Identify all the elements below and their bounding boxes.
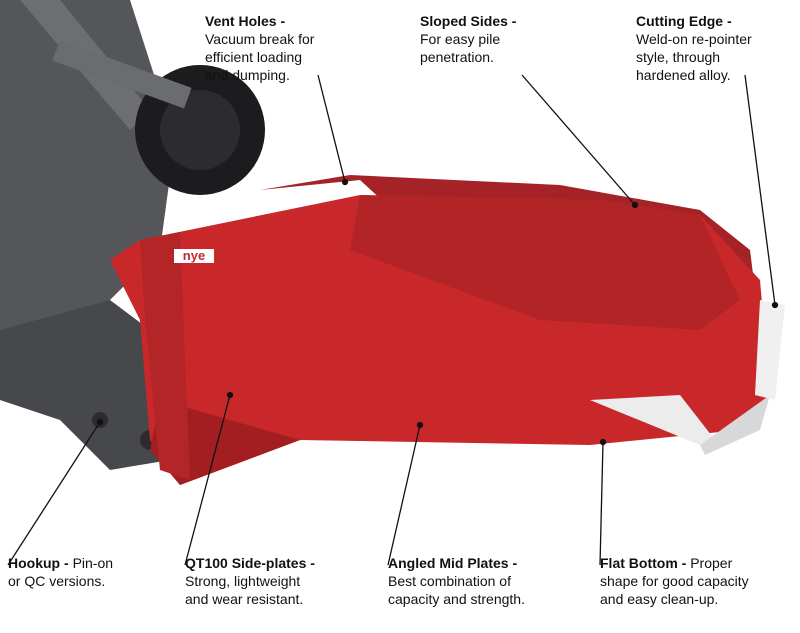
callout-sep: -: [677, 555, 691, 571]
callout-vent-holes: Vent Holes - Vacuum break for efficient …: [205, 12, 314, 84]
callout-line: capacity and strength.: [388, 591, 525, 607]
callout-sep: -: [507, 13, 517, 29]
callout-line: Strong, lightweight: [185, 573, 301, 589]
callout-line: style, through: [636, 49, 721, 65]
callout-sloped-sides: Sloped Sides - For easy pile penetration…: [420, 12, 516, 66]
callout-sep: -: [306, 555, 315, 571]
callout-sep: -: [508, 555, 518, 571]
callout-line: penetration.: [420, 49, 494, 65]
callout-line: Best combination of: [388, 573, 511, 589]
callout-line: shape for good capacity: [600, 573, 749, 589]
svg-text:nye: nye: [183, 248, 205, 263]
callout-line: and easy clean-up.: [600, 591, 719, 607]
callout-sep: -: [723, 13, 732, 29]
excavator-arm: [0, 0, 265, 470]
callout-title: Angled Mid Plates: [388, 555, 509, 571]
callout-cutting-edge: Cutting Edge - Weld-on re-pointer style,…: [636, 12, 752, 84]
callout-angled-mid-plates: Angled Mid Plates - Best combination of …: [388, 554, 525, 608]
callout-title: Sloped Sides: [420, 13, 508, 29]
callout-line: and dumping.: [205, 67, 290, 83]
callout-line: Vacuum break for: [205, 31, 315, 47]
callout-title: Hookup: [8, 555, 61, 571]
bucket: [110, 175, 785, 485]
callout-hookup: Hookup - Pin-on or QC versions.: [8, 554, 113, 590]
callout-line: Pin-on: [72, 555, 114, 571]
callout-line: and wear resistant.: [185, 591, 304, 607]
callout-flat-bottom: Flat Bottom - Proper shape for good capa…: [600, 554, 749, 608]
callout-line: Weld-on re-pointer: [636, 31, 752, 47]
callout-sep: -: [60, 555, 73, 571]
callout-line: For easy pile: [420, 31, 501, 47]
callout-title: QT100 Side-plates: [185, 555, 307, 571]
callout-line: hardened alloy.: [636, 67, 731, 83]
callout-qt100-side-plates: QT100 Side-plates - Strong, lightweight …: [185, 554, 315, 608]
callout-line: or QC versions.: [8, 573, 106, 589]
callout-sep: -: [276, 13, 286, 29]
callout-line: efficient loading: [205, 49, 303, 65]
callout-title: Cutting Edge: [636, 13, 724, 29]
leader-lines: [7, 74, 779, 566]
callout-line: Proper: [690, 555, 733, 571]
callout-title: Flat Bottom: [600, 555, 678, 571]
nye-logo: nye: [174, 248, 214, 263]
callout-title: Vent Holes: [205, 13, 277, 29]
